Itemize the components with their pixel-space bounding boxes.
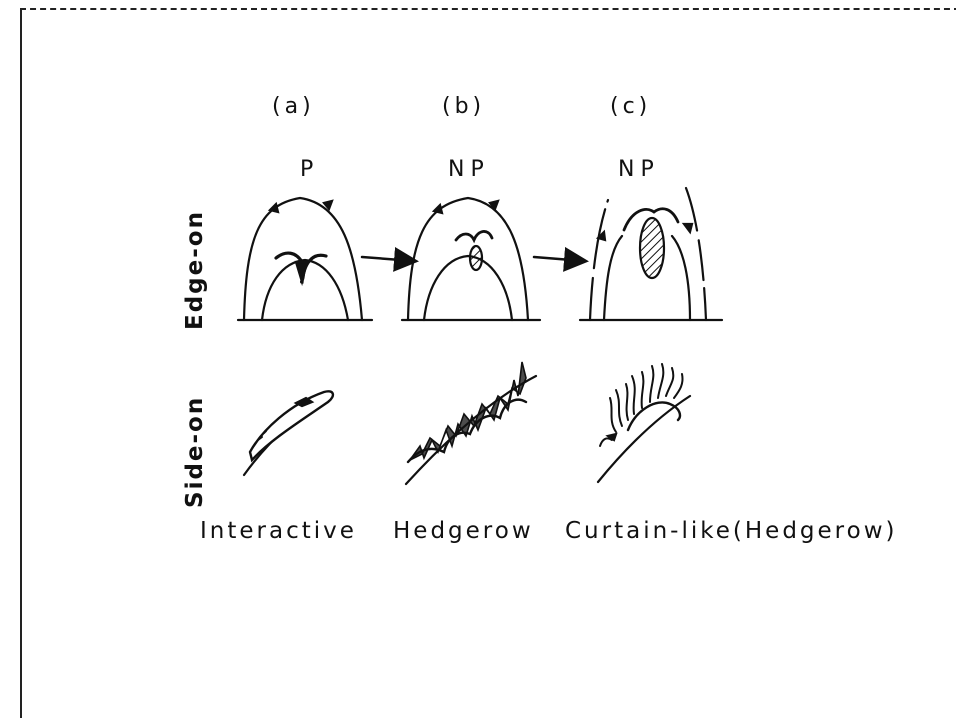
panel-c-arrow-right: [684, 224, 692, 232]
panel-c-edge-on: [580, 188, 722, 320]
panel-c-inner-right: [672, 236, 690, 320]
panel-b-arrow-left: [434, 205, 442, 213]
panel-b-hedgerow-mass: [410, 362, 526, 460]
panel-b-filament: [470, 246, 482, 270]
panel-c-loop: [628, 402, 680, 430]
panel-b-inner-arch: [424, 256, 512, 320]
panel-a-current-sheet: [296, 262, 307, 282]
panel-a-loop-body: [250, 391, 333, 460]
panel-a-edge-on: [238, 198, 372, 320]
panel-b-outer-arch: [408, 198, 528, 320]
panel-c-inner-left: [604, 236, 622, 320]
panel-a-side-on: [244, 391, 333, 475]
panel-c-filament: [640, 218, 664, 278]
panel-b-loop-top: [456, 231, 492, 240]
panel-b-side-on: [406, 362, 536, 484]
arrow-a-to-b: [362, 257, 414, 261]
panel-b-edge-on: [402, 198, 540, 320]
arrow-b-to-c: [534, 257, 584, 261]
panel-a-arrow-left: [270, 204, 278, 212]
panel-c-side-on: [598, 364, 690, 482]
